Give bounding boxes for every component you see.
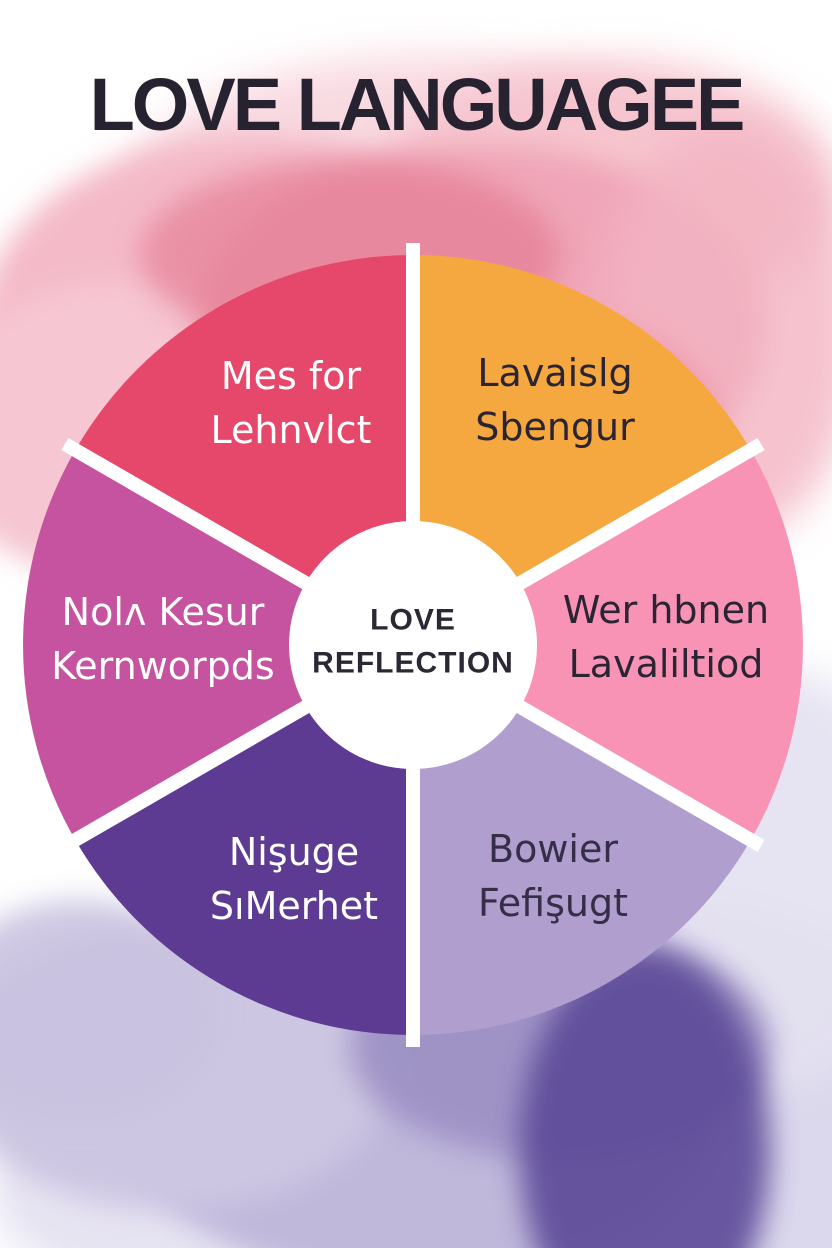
center-label-line: LOVE (370, 603, 456, 637)
segment-left (23, 450, 414, 840)
segment-label-line: Lavaislg (477, 351, 633, 396)
segment-label-right: Wer hbnen Lavaliltiod (506, 584, 826, 692)
center-label: LOVE REFLECTION (288, 599, 538, 684)
segment-label-line: Lavaliltiod (568, 642, 764, 686)
segment-right (413, 450, 803, 840)
segment-label-bottom-left: Nişuge SıMerhet (134, 826, 454, 934)
segment-label-line: Bowier (488, 827, 618, 872)
page-title: LOVE LANGUAGEE (89, 63, 746, 146)
segment-top-left (75, 255, 414, 645)
love-language-wheel (23, 243, 803, 1047)
segment-label-line: Wer hbnen (562, 588, 770, 633)
center-circle (289, 521, 537, 769)
segment-label-top-right: Lavaislg Sbengur (395, 347, 715, 455)
segment-label-bottom-right: Bowier Fefişugt (393, 823, 713, 931)
segment-label-line: Nolʌ Kesur (61, 590, 265, 635)
segment-label-line: Fefişugt (478, 881, 628, 925)
segment-label-top-left: Mes for Lehnvlct (131, 350, 451, 458)
segment-label-line: Sbengur (475, 405, 635, 449)
segment-label-line: Nişuge (228, 830, 360, 875)
segment-label-line: Lehnvlct (210, 408, 372, 452)
center-label-line: REFLECTION (312, 646, 514, 679)
segment-bottom-left (75, 645, 414, 1035)
segment-top-right (413, 255, 751, 645)
segment-label-left: Nolʌ Kesur Kernworpds (3, 586, 323, 694)
segment-label-line: Kernworpds (51, 644, 275, 688)
segment-label-line: SıMerhet (209, 884, 379, 928)
segment-bottom-right (413, 645, 751, 1035)
segment-label-line: Mes for (220, 354, 362, 399)
